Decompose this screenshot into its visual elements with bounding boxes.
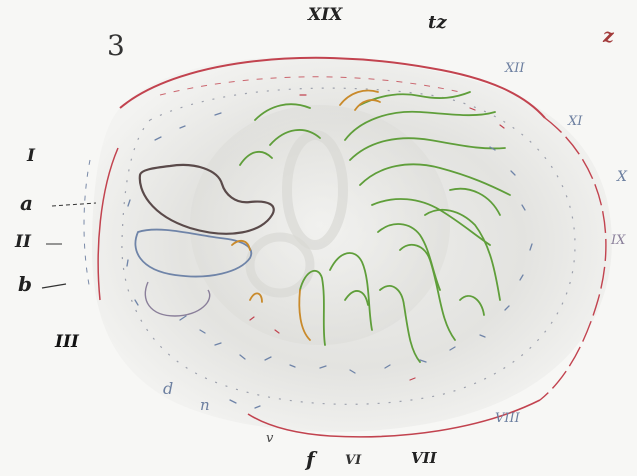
leader-line-b	[41, 283, 67, 289]
right-capsule-line	[539, 117, 607, 401]
label-VIII: VIII	[495, 411, 520, 426]
inner-periphery-dots	[121, 87, 576, 405]
label-VI: VI	[345, 453, 362, 468]
label-f: f	[306, 447, 315, 471]
lower-ring	[245, 232, 315, 298]
label-tz: tz	[428, 12, 447, 33]
label-b: b	[18, 272, 32, 296]
left-capsule-line	[97, 147, 119, 301]
label-z-corner: z	[603, 25, 614, 47]
upper-left-lobe	[138, 163, 275, 235]
label-v: v	[266, 431, 274, 446]
bottom-capsule-line	[247, 399, 541, 438]
label-I: I	[27, 146, 35, 166]
green-vessel-tree	[239, 91, 511, 363]
label-X: X	[617, 169, 627, 185]
label-XI: XI	[568, 114, 583, 129]
outer-capsule-line	[119, 56, 546, 119]
label-VII: VII	[411, 449, 437, 467]
capsule-line-inner	[159, 76, 461, 96]
leader-line-a	[51, 202, 97, 207]
figure-number: 3	[107, 29, 125, 62]
middle-left-lobe	[134, 228, 253, 278]
label-d: d	[163, 379, 174, 398]
label-n: n	[200, 396, 210, 414]
label-IX: IX	[611, 233, 626, 248]
label-XIX: XIX	[308, 5, 343, 25]
scattered-cells	[126, 112, 533, 409]
left-outer-dashes	[83, 159, 91, 291]
lower-left-lobe	[144, 281, 211, 317]
label-XII: XII	[505, 61, 525, 76]
label-II: II	[15, 232, 31, 252]
red-flecks	[249, 94, 505, 381]
gold-vessels	[231, 89, 381, 341]
label-a: a	[20, 191, 33, 215]
label-III: III	[55, 332, 79, 352]
